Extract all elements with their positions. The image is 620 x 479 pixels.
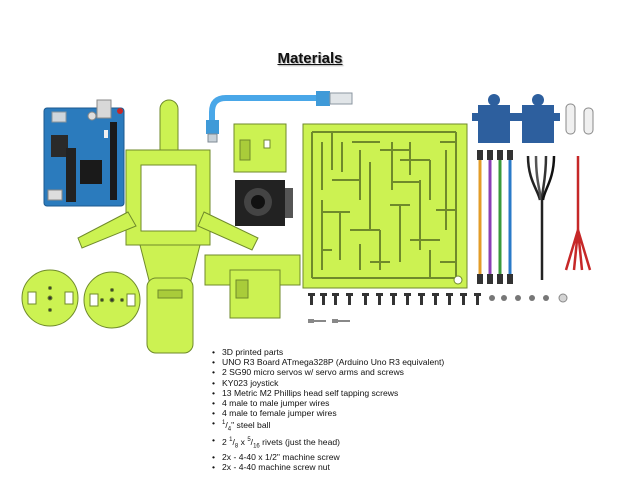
servo-bracket-part <box>204 254 301 319</box>
servo-disc-2 <box>83 271 141 329</box>
servo-arm-screws <box>489 295 549 301</box>
list-item-steel-ball: 1/4" steel ball <box>212 418 444 435</box>
list-item-rivets: 2 1/8 x 5/16 rivets (just the head) <box>212 435 444 452</box>
jumper-wires-male-to-female <box>526 155 592 280</box>
list-item: 13 Metric M2 Phillips head self tapping … <box>212 388 444 398</box>
steel-ball <box>558 293 568 303</box>
jumper-wires-male-to-male <box>477 150 513 284</box>
page-title: Materials <box>277 50 343 67</box>
arduino-uno-board <box>43 99 125 207</box>
list-item: UNO R3 Board ATmega328P (Arduino Uno R3 … <box>212 357 444 367</box>
servo-arms <box>565 103 594 135</box>
base-plate-part <box>146 277 194 354</box>
servo-motor-1 <box>472 94 516 143</box>
list-item: 4 male to male jumper wires <box>212 398 444 408</box>
maze-part <box>302 123 468 289</box>
joystick-module <box>235 180 293 226</box>
servo-disc-1 <box>21 269 79 327</box>
list-item: 2x - 4-40 x 1/2" machine screw <box>212 452 444 462</box>
list-item: 3D printed parts <box>212 347 444 357</box>
list-item: KY023 joystick <box>212 378 444 388</box>
list-item: 4 male to female jumper wires <box>212 408 444 418</box>
servo-motor-2 <box>516 94 560 143</box>
usb-cable <box>206 91 353 143</box>
rivets-and-machine-screws <box>308 319 350 323</box>
materials-list: 3D printed parts UNO R3 Board ATmega328P… <box>212 347 444 473</box>
m2-screws <box>308 293 481 305</box>
joystick-mount-plate <box>233 123 287 173</box>
list-item: 2 SG90 micro servos w/ servo arms and sc… <box>212 367 444 377</box>
list-item: 2x - 4-40 machine screw nut <box>212 462 444 472</box>
